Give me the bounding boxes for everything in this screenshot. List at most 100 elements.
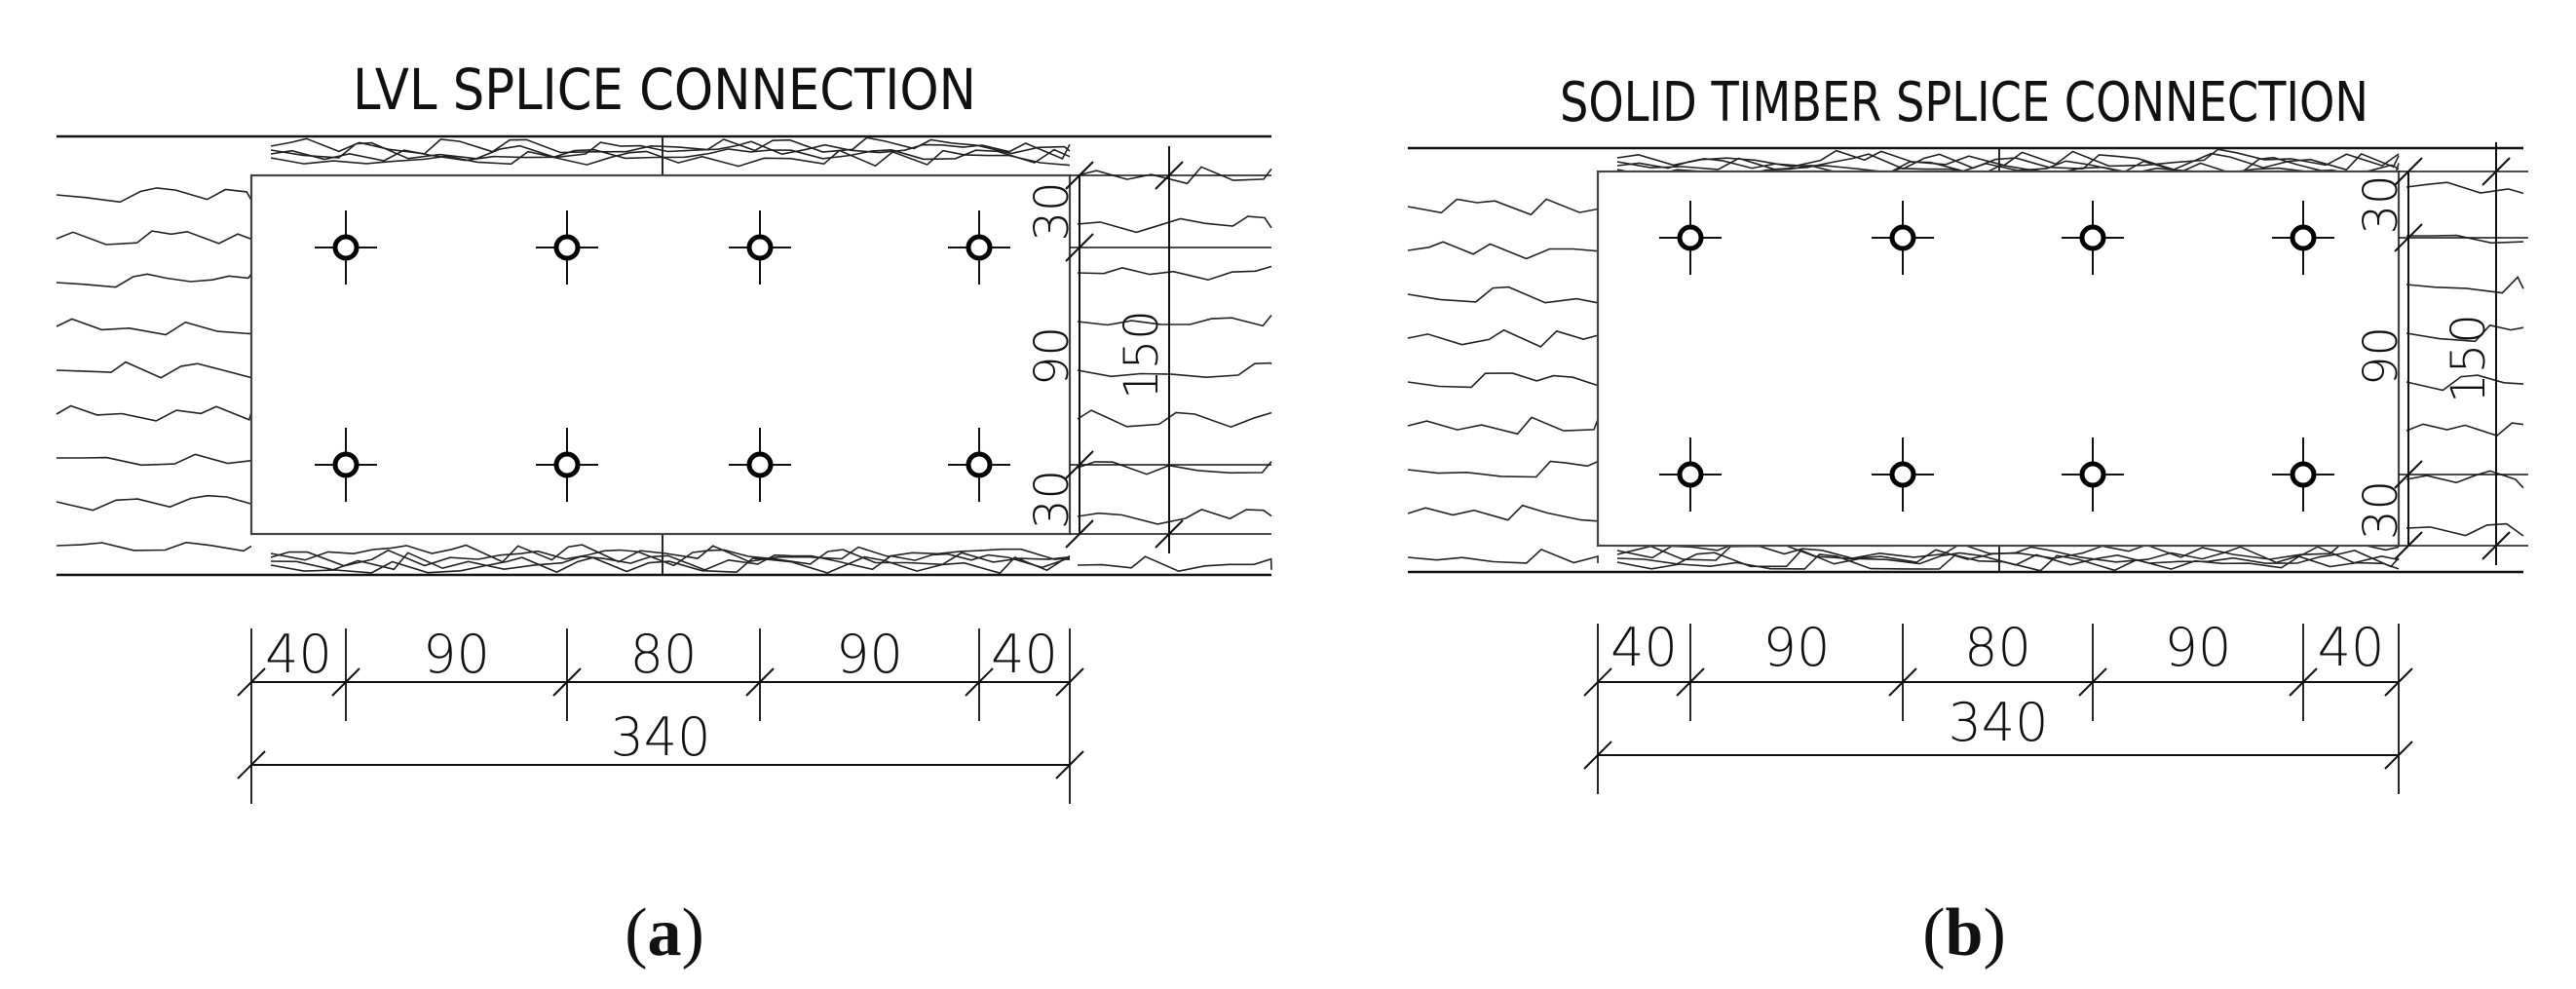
grain-line-left [1407,460,1599,478]
caption-letter: a [648,895,682,970]
grain-line-right [2406,323,2524,343]
grain-line-top [270,149,1071,168]
dimension-label: 90 [2354,326,2408,386]
bolt-hole [2079,224,2106,251]
bolt [729,210,791,285]
caption-paren-open: ( [625,895,647,970]
bolt [1659,437,1722,512]
grain-line-top [1616,156,2400,175]
grain-line-right [2406,422,2524,437]
tick-mark [2481,531,2511,560]
grain-line-left [56,318,252,336]
grain-line-bottom [270,555,1071,575]
bolt [948,428,1010,502]
dimension-label: 30 [2354,174,2408,234]
grain-line-top [1616,162,2400,179]
tick-mark [1065,519,1094,549]
bolt-hole [966,451,993,478]
bolt-hole [332,451,360,478]
grain-line-right [1077,461,1272,475]
bolt [1872,437,1934,512]
caption-paren-close: ) [682,895,704,970]
grain-line-left [56,541,252,552]
bolt-group [1659,201,2334,512]
tick-mark [2394,223,2423,252]
bolt [2062,201,2124,275]
grain-line-right [1077,265,1272,282]
bolt [2062,437,2124,512]
grain-line-left [56,273,252,288]
wood-grain [56,136,1272,575]
tick-mark [237,667,266,697]
grain-line-left [56,230,252,246]
dimension-label: 30 [2354,480,2408,540]
bolt-hole [1677,461,1704,488]
dimension-label: 40 [991,624,1058,685]
tick-mark [965,667,994,697]
grain-line-right [1077,215,1272,234]
wood-grain [1407,148,2524,572]
tick-mark [1065,233,1094,262]
tick-mark [2394,157,2423,186]
grain-line-right [1077,314,1272,327]
dimension-label: 40 [2318,617,2385,678]
dimension-label: 90 [836,624,903,685]
bolt [1659,201,1722,275]
bolt [536,210,598,285]
bolt [315,428,377,502]
bolt [729,428,791,502]
grain-line-left [1407,328,1599,348]
tick-mark [1583,667,1612,697]
bolt-hole [2079,461,2106,488]
grain-line-left [56,494,252,512]
caption-paren-open: ( [1922,895,1945,970]
tick-mark [2394,531,2423,560]
bolt-hole [2290,224,2317,251]
dimension-label: 30 [1025,181,1080,241]
grain-line-bottom [1616,553,2400,572]
grain-line-left [56,187,252,204]
bolt [2272,201,2334,275]
grain-line-left [1407,198,1599,216]
grain-line-bottom [1616,549,2400,568]
panel-title: SOLID TIMBER SPLICE CONNECTION [1560,71,2368,134]
bolt [1872,201,1934,275]
tick-mark [1065,450,1094,479]
grain-line-left [57,453,252,467]
dimension-label: 30 [1025,470,1080,529]
panel-caption: (b) [1922,895,2006,970]
grain-line-left [1407,548,1599,564]
grain-line-right [2406,522,2524,537]
total-dimension-label: 340 [610,706,710,768]
bolt [948,210,1010,285]
grain-line-top [270,148,1071,164]
dimension-label: 90 [1025,326,1080,386]
dimension-label: 90 [423,624,490,685]
grain-line-bottom [270,544,1071,563]
timber-beam [1407,146,2524,574]
dimension-label: 40 [265,624,332,685]
grain-line-right [2406,374,2524,392]
bolt-hole [746,451,774,478]
grain-line-right [1077,509,1272,525]
dimension-label: 90 [1763,617,1831,678]
bolt [536,428,598,502]
bolt [2272,437,2334,512]
bolt [315,210,377,285]
bolt-hole [746,234,774,261]
bolt-hole [1889,224,1916,251]
grain-line-left [1407,285,1599,304]
tick-mark [1055,667,1084,697]
tick-mark [1676,667,1705,697]
bolt-hole [966,234,993,261]
grain-line-left [1407,241,1599,260]
grain-line-left [56,404,252,422]
grain-line-right [2406,470,2524,489]
splice-plate [1596,170,2401,548]
grain-line-left [1407,504,1599,522]
